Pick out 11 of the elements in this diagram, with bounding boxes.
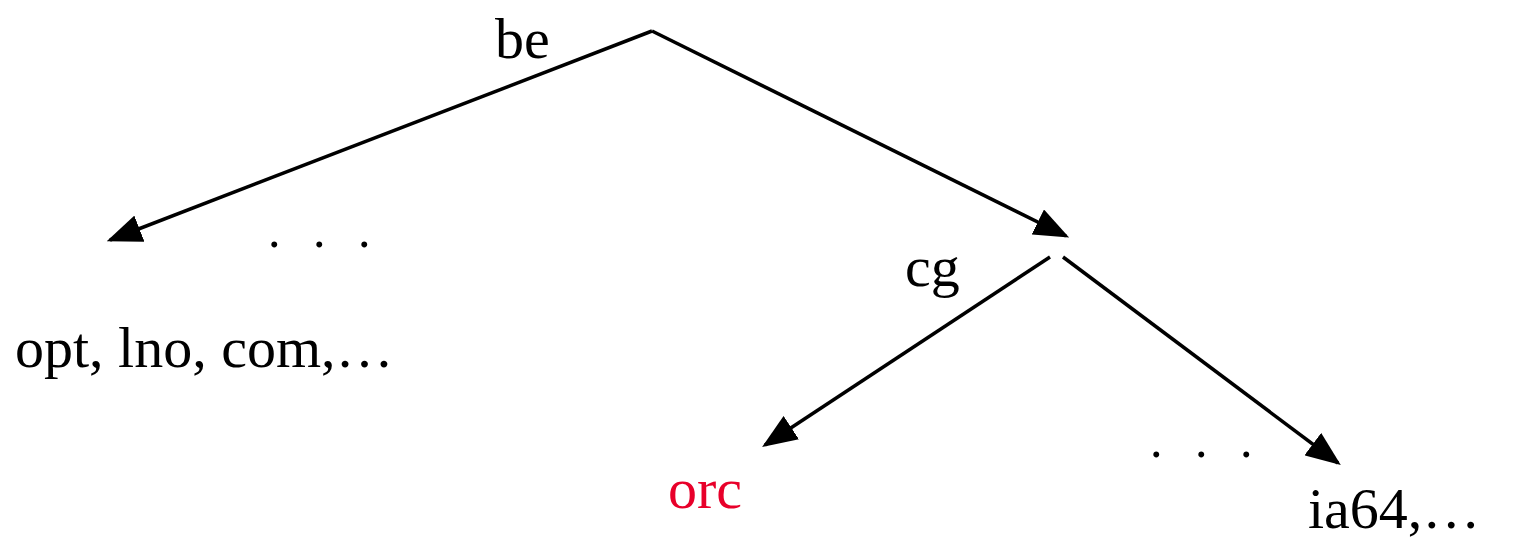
ellipsis-label: . . . [268,205,381,255]
node-label: orc [668,460,743,518]
node-label: opt, lno, com,… [15,319,394,377]
node-label: be [495,10,550,68]
arrow [651,29,1070,238]
node-label: ia64,… [1308,480,1481,538]
arrow [762,255,1051,447]
ellipsis-label: . . . [1150,415,1263,465]
arrow [1061,255,1341,466]
arrow [106,29,653,242]
node-label: cg [905,238,960,296]
